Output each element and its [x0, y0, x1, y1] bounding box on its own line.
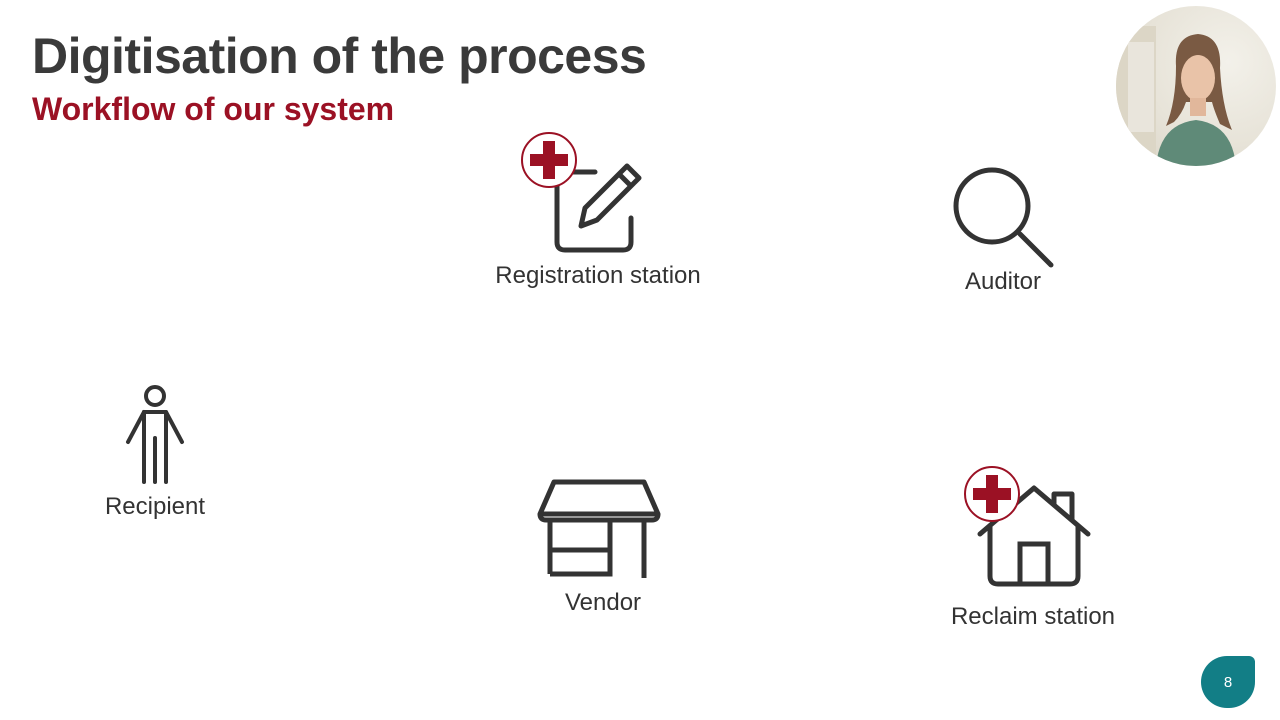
- slide-title: Digitisation of the process: [32, 28, 647, 84]
- vendor-label: Vendor: [564, 589, 642, 616]
- recipient-label: Recipient: [104, 493, 206, 520]
- slide-subtitle: Workflow of our system: [32, 91, 395, 127]
- house-icon: [964, 466, 1091, 587]
- reclaim-station-label: Reclaim station: [950, 603, 1116, 630]
- registration-station-label: Registration station: [495, 262, 701, 289]
- person-icon: [126, 385, 184, 484]
- page-number: 8: [1223, 673, 1233, 691]
- shop-icon: [537, 479, 661, 578]
- register-edit-icon: [521, 132, 642, 253]
- presenter-silhouette-icon: [1116, 26, 1236, 166]
- auditor-label: Auditor: [964, 268, 1042, 295]
- magnifier-icon: [953, 167, 1054, 268]
- page-number-badge: 8: [1201, 656, 1255, 708]
- presenter-webcam: [1116, 6, 1276, 166]
